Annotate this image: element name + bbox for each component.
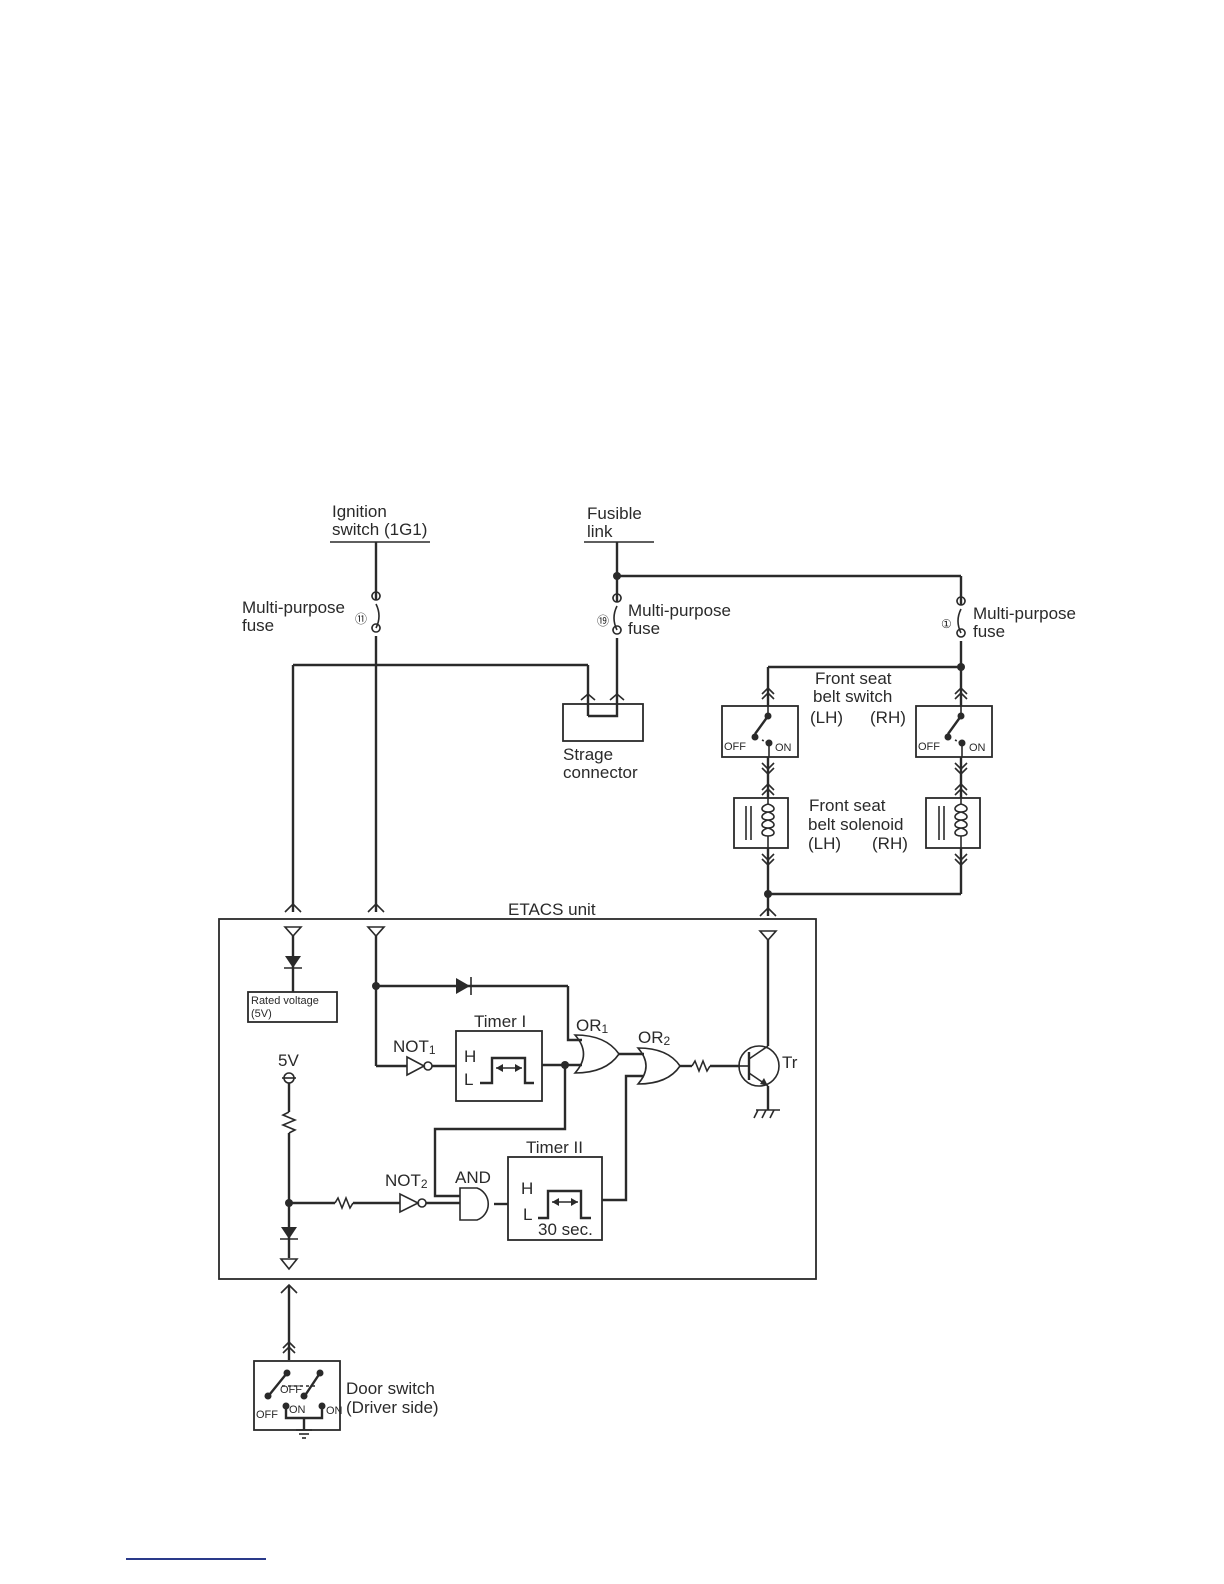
etacs-input-pins bbox=[283, 926, 778, 942]
svg-text:Timer II: Timer II bbox=[526, 1138, 583, 1157]
timer1-block: Timer I H L bbox=[455, 1012, 582, 1102]
svg-text:ON: ON bbox=[969, 742, 986, 754]
belt-switch-lh: OFF ON bbox=[721, 667, 799, 798]
fuse-left-label: Multi-purpose fuse ⑪ bbox=[242, 598, 367, 635]
belt-switch-rh: OFF ON bbox=[915, 667, 993, 798]
svg-text:NOT1: NOT1 bbox=[393, 1037, 436, 1057]
svg-text:ON: ON bbox=[775, 742, 792, 754]
or1-gate: OR1 bbox=[573, 1016, 644, 1074]
door-switch: OFF ON OFF ON bbox=[253, 1360, 343, 1439]
solenoid-return-wire bbox=[759, 890, 961, 917]
svg-text:Timer I: Timer I bbox=[474, 1012, 526, 1031]
svg-text:(LH): (LH) bbox=[810, 708, 843, 727]
fusible-link-wire bbox=[612, 542, 961, 704]
svg-text:H: H bbox=[521, 1179, 533, 1198]
svg-text:OFF: OFF bbox=[724, 741, 746, 753]
svg-text:fuse: fuse bbox=[973, 622, 1005, 641]
svg-text:AND: AND bbox=[455, 1168, 491, 1187]
svg-text:30 sec.: 30 sec. bbox=[538, 1220, 593, 1239]
svg-text:ON: ON bbox=[289, 1404, 306, 1416]
svg-text:fuse: fuse bbox=[628, 619, 660, 638]
svg-text:Multi-purpose: Multi-purpose bbox=[242, 598, 345, 617]
fuse-right-label: Multi-purpose fuse ① bbox=[941, 604, 1076, 641]
svg-text:OFF: OFF bbox=[256, 1409, 278, 1421]
belt-solenoid-label: Front seat belt solenoid (LH) (RH) bbox=[808, 796, 908, 853]
svg-text:⑲: ⑲ bbox=[597, 614, 609, 628]
svg-text:⑪: ⑪ bbox=[355, 612, 367, 626]
svg-text:(5V): (5V) bbox=[251, 1008, 272, 1020]
svg-text:OR2: OR2 bbox=[638, 1028, 671, 1048]
svg-text:Front seat: Front seat bbox=[815, 669, 892, 688]
svg-text:NOT2: NOT2 bbox=[385, 1171, 428, 1191]
svg-text:(LH): (LH) bbox=[808, 834, 841, 853]
etacs-unit-box bbox=[218, 918, 817, 1280]
svg-text:L: L bbox=[523, 1205, 532, 1224]
svg-text:Multi-purpose: Multi-purpose bbox=[628, 601, 731, 620]
svg-text:fuse: fuse bbox=[242, 616, 274, 635]
svg-text:Tr: Tr bbox=[782, 1053, 798, 1072]
svg-text:(RH): (RH) bbox=[872, 834, 908, 853]
and-gate: AND bbox=[455, 1168, 508, 1221]
svg-text:connector: connector bbox=[563, 763, 638, 782]
door-switch-wire bbox=[280, 1283, 298, 1360]
svg-text:OFF: OFF bbox=[280, 1384, 302, 1396]
timer2-block: Timer II H L 30 sec. bbox=[507, 1074, 644, 1241]
svg-text:(RH): (RH) bbox=[870, 708, 906, 727]
svg-text:L: L bbox=[464, 1070, 473, 1089]
svg-text:ON: ON bbox=[326, 1405, 343, 1417]
svg-text:switch (1G1): switch (1G1) bbox=[332, 520, 427, 539]
svg-text:OR1: OR1 bbox=[576, 1016, 609, 1036]
svg-text:H: H bbox=[464, 1047, 476, 1066]
svg-text:5V: 5V bbox=[278, 1051, 299, 1070]
svg-text:①: ① bbox=[941, 617, 952, 631]
five-volt-supply: 5V bbox=[278, 1051, 400, 1271]
connector-pin-left bbox=[284, 902, 302, 913]
door-switch-label: Door switch (Driver side) bbox=[346, 1379, 439, 1417]
not1-gate: NOT1 bbox=[393, 1037, 456, 1077]
ignition-logic-wire bbox=[372, 936, 582, 1068]
svg-text:Front seat: Front seat bbox=[809, 796, 886, 815]
fuse-mid-label: Multi-purpose fuse ⑲ bbox=[597, 601, 731, 638]
storage-connector: Strage connector bbox=[293, 663, 644, 782]
fusible-link-label: Fusible link bbox=[584, 504, 654, 543]
rated-voltage-circuit: Rated voltage (5V) bbox=[247, 936, 338, 1023]
svg-text:Fusible: Fusible bbox=[587, 504, 642, 523]
svg-text:belt switch: belt switch bbox=[813, 687, 892, 706]
svg-text:Multi-purpose: Multi-purpose bbox=[973, 604, 1076, 623]
or2-gate: OR2 bbox=[636, 1028, 740, 1085]
svg-text:Door switch: Door switch bbox=[346, 1379, 435, 1398]
svg-text:Strage: Strage bbox=[563, 745, 613, 764]
svg-text:Rated voltage: Rated voltage bbox=[251, 995, 319, 1007]
svg-text:OFF: OFF bbox=[918, 741, 940, 753]
belt-solenoid-lh bbox=[733, 782, 789, 894]
svg-text:Ignition: Ignition bbox=[332, 502, 387, 521]
svg-text:belt solenoid: belt solenoid bbox=[808, 815, 903, 834]
fuse-right-wire bbox=[768, 576, 966, 671]
svg-text:link: link bbox=[587, 522, 613, 541]
ignition-wire bbox=[367, 542, 385, 913]
timer1-feedback-wire bbox=[433, 1065, 567, 1198]
svg-text:(Driver side): (Driver side) bbox=[346, 1398, 439, 1417]
ignition-switch-label: Ignition switch (1G1) bbox=[330, 502, 430, 543]
etacs-unit-label: ETACS unit bbox=[508, 900, 596, 919]
belt-solenoid-rh bbox=[925, 782, 981, 894]
transistor: Tr bbox=[738, 940, 798, 1119]
not2-gate: NOT2 bbox=[385, 1171, 460, 1214]
belt-switch-label: Front seat belt switch (LH) (RH) bbox=[810, 669, 906, 727]
